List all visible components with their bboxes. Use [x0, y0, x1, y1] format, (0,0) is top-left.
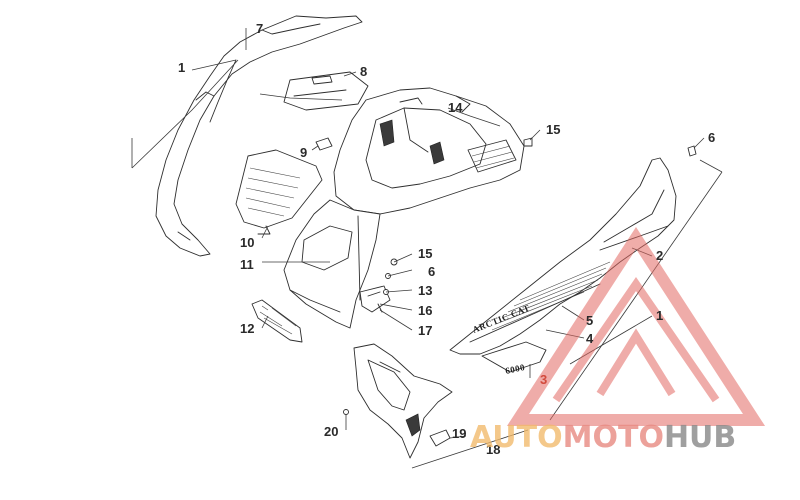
lower-bracket — [343, 343, 453, 459]
left-side-panel — [155, 15, 363, 257]
center-hood — [333, 87, 525, 215]
watermark-text: AUTOMOTOHUB — [470, 420, 736, 455]
badge-text: 6000 — [504, 362, 526, 376]
callout-10: 10 — [240, 235, 254, 250]
watermark-logo — [506, 226, 766, 426]
callout-8: 8 — [360, 64, 367, 79]
callout-6b: 6 — [428, 264, 435, 279]
callout-1a: 1 — [178, 60, 185, 75]
callout-18: 18 — [486, 442, 500, 457]
clear-panel — [283, 71, 369, 111]
callout-3: 3 — [540, 372, 547, 387]
callout-9: 9 — [300, 145, 307, 160]
callout-19: 19 — [452, 426, 466, 441]
leader-lines — [131, 28, 723, 469]
callout-13: 13 — [418, 283, 432, 298]
watermark-auto: AUTOMOTOHUB — [470, 420, 736, 455]
callout-11: 11 — [240, 257, 254, 272]
callout-14: 14 — [448, 100, 463, 115]
callout-2: 2 — [656, 248, 663, 263]
callout-6a: 6 — [708, 130, 715, 145]
hatched-plate — [251, 299, 303, 343]
callout-15a: 15 — [546, 122, 560, 137]
callout-1b: 1 — [656, 308, 663, 323]
callout-20: 20 — [324, 424, 338, 439]
callout-12: 12 — [240, 321, 254, 336]
callout-16: 16 — [418, 303, 432, 318]
callout-15b: 15 — [418, 246, 432, 261]
callout-7: 7 — [256, 21, 263, 36]
right-side-panel — [449, 157, 677, 373]
lower-body — [283, 199, 381, 329]
clip-9 — [315, 137, 333, 151]
callout-labels: 1 7 8 9 10 11 12 14 15 6 15 6 13 16 17 2… — [178, 21, 715, 457]
callout-17: 17 — [418, 323, 432, 338]
callout-4: 4 — [586, 331, 594, 346]
vent-grille — [235, 149, 323, 235]
callout-5: 5 — [586, 313, 593, 328]
fastener-6 — [687, 145, 697, 157]
